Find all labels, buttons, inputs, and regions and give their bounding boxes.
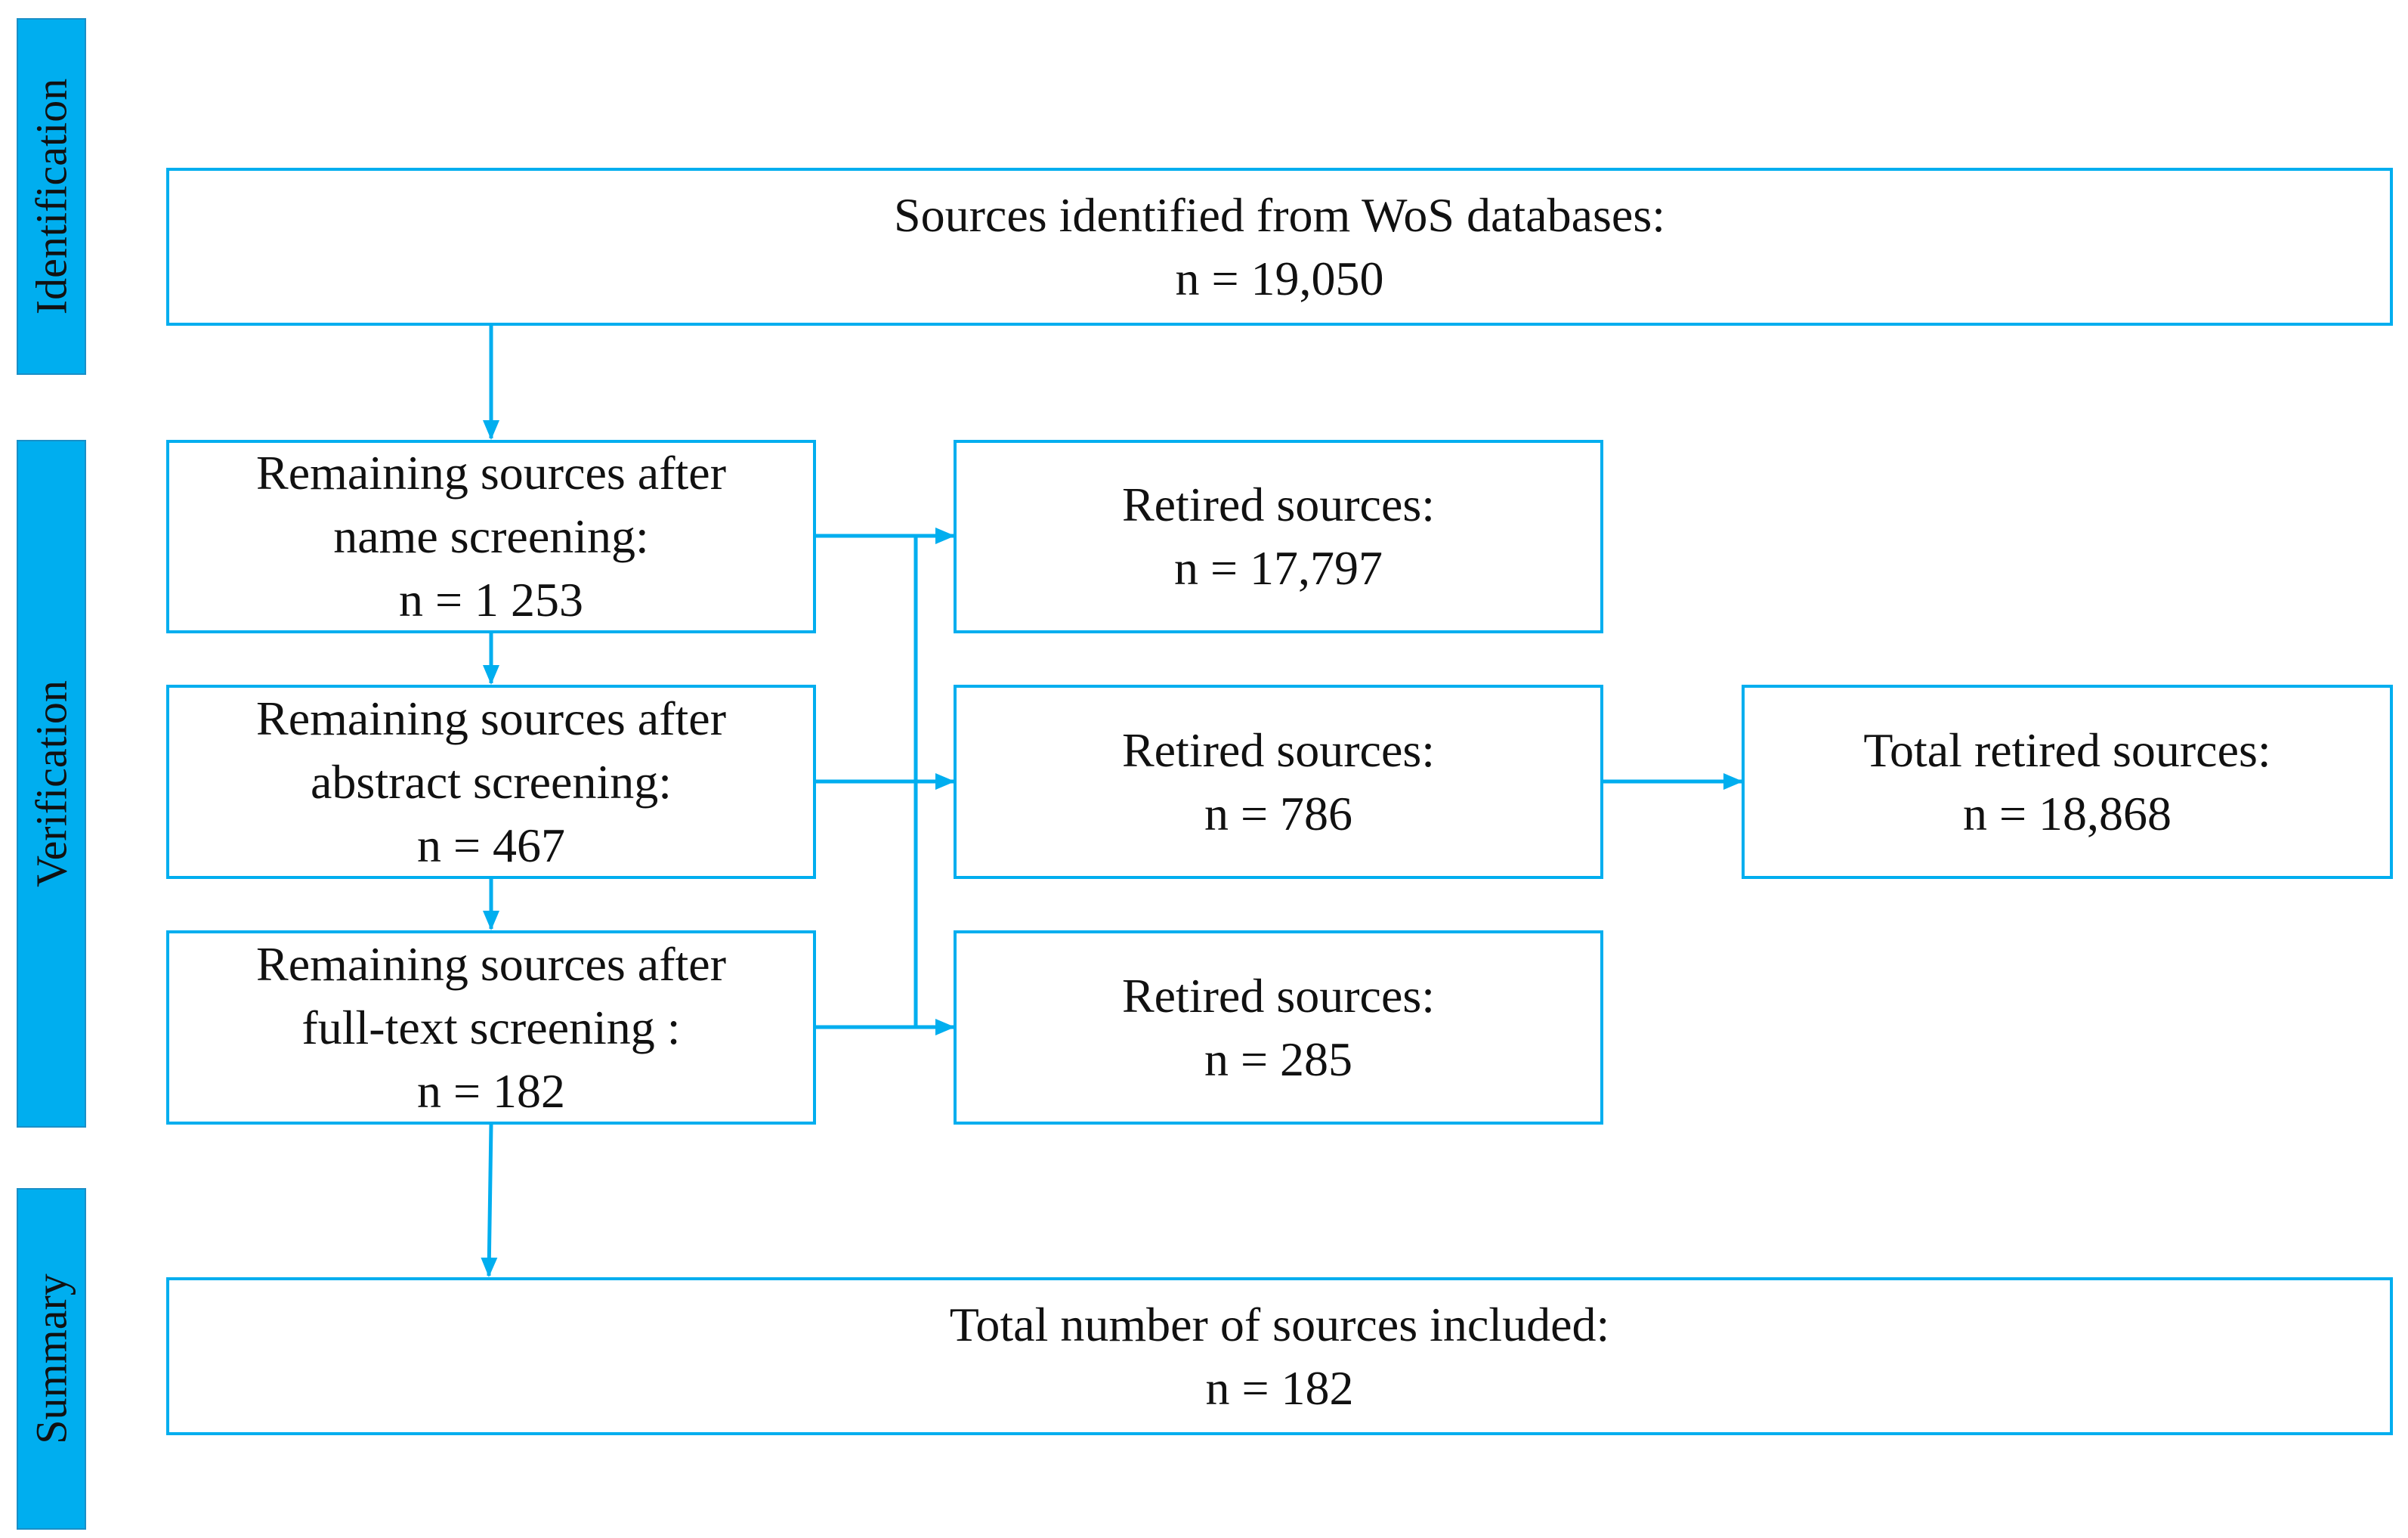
box-total-included-count: n = 182 <box>1205 1360 1354 1415</box>
box-abstract-screening: Remaining sources after abstract screeni… <box>166 685 816 879</box>
box-fulltext-screening-line1: Remaining sources after <box>256 936 726 991</box>
box-name-screening-line2: name screening: <box>333 509 649 563</box>
phase-verification: Verification <box>17 440 86 1128</box>
box-retired-name-count: n = 17,797 <box>1173 541 1383 595</box>
box-name-screening-line1: Remaining sources after <box>256 446 726 500</box>
box-sources-identified: Sources identified from WoS databases: n… <box>166 168 2393 326</box>
box-abstract-screening-line2: abstract screening: <box>311 754 672 809</box>
box-retired-fulltext-title: Retired sources: <box>1121 968 1436 1023</box>
box-abstract-screening-line1: Remaining sources after <box>256 691 726 745</box>
box-total-included: Total number of sources included: n = 18… <box>166 1277 2393 1435</box>
box-fulltext-screening: Remaining sources after full-text screen… <box>166 930 816 1125</box>
box-name-screening: Remaining sources after name screening: … <box>166 440 816 633</box>
box-sources-identified-count: n = 19,050 <box>1175 251 1384 305</box>
box-total-retired-title: Total retired sources: <box>1863 723 2271 777</box>
box-retired-fulltext: Retired sources: n = 285 <box>954 930 1603 1125</box>
phase-summary: Summary <box>17 1188 86 1530</box>
box-abstract-screening-count: n = 467 <box>416 818 566 872</box>
box-total-retired-count: n = 18,868 <box>1962 786 2172 840</box>
box-total-retired: Total retired sources: n = 18,868 <box>1742 685 2393 879</box>
box-name-screening-count: n = 1 253 <box>398 573 584 627</box>
box-fulltext-screening-count: n = 182 <box>416 1063 566 1118</box>
box-sources-identified-title: Sources identified from WoS databases: <box>894 187 1665 242</box>
box-fulltext-screening-line2: full-text screening : <box>301 1000 681 1054</box>
box-retired-fulltext-count: n = 285 <box>1204 1032 1353 1086</box>
box-retired-name: Retired sources: n = 17,797 <box>954 440 1603 633</box>
box-retired-abstract: Retired sources: n = 786 <box>954 685 1603 879</box>
phase-identification: Identification <box>17 18 86 375</box>
arrow-fulltext-to-included <box>481 1124 498 1277</box>
box-retired-abstract-count: n = 786 <box>1204 786 1353 840</box>
box-retired-name-title: Retired sources: <box>1121 478 1436 531</box>
box-total-included-title: Total number of sources included: <box>949 1297 1610 1351</box>
box-retired-abstract-title: Retired sources: <box>1121 723 1436 777</box>
